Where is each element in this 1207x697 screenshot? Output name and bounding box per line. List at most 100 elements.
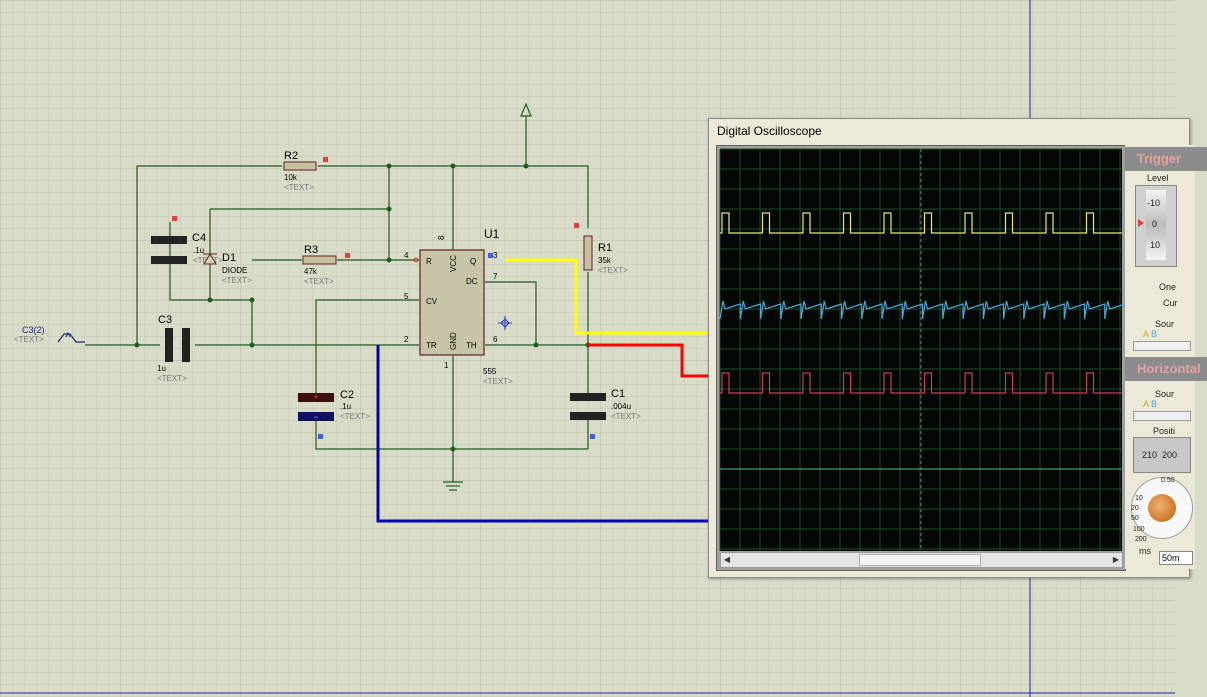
scroll-left-icon[interactable]: ◀ [723,555,731,564]
svg-text:+: + [313,392,318,402]
trigger-header: Trigger [1125,147,1207,171]
oscilloscope-title: Digital Oscilloscope [717,124,822,138]
d1-value: DIODE [222,266,247,275]
pin-6-num: 6 [493,335,498,344]
d1-ref: D1 [222,252,236,264]
level-tick-neg10: -10 [1147,198,1161,208]
pin-vcc-label: VCC [449,255,458,272]
cursors-label[interactable]: Cur [1163,298,1178,308]
c4-ref: C4 [192,232,206,244]
c3-value: 1u [157,364,166,373]
c1-value: .004u [611,402,631,411]
horizontal-header: Horizontal [1125,357,1207,381]
pin-r-label: R [426,257,432,266]
position-knob[interactable]: 210 200 [1133,437,1191,473]
trigger-source-slider[interactable] [1133,341,1191,351]
control-panel: Trigger Level -10 0 10 One Cur Sour A B … [1125,145,1207,569]
trigger-source-b[interactable]: B [1151,329,1158,339]
level-knob[interactable]: -10 0 10 [1135,185,1177,267]
r3-text: <TEXT> [304,277,334,286]
generator-c3-2[interactable]: C3(2) <TEXT> [14,325,85,344]
c4-value: .1u [193,246,204,255]
oscilloscope-screen-frame: ◀ ▶ [716,145,1126,571]
u1-ref: U1 [484,227,500,241]
horizontal-scrollbar[interactable]: ◀ ▶ [720,552,1123,568]
c1-text: <TEXT> [611,412,641,421]
ic-555-u1[interactable]: U1 555 <TEXT> R VCC Q DC CV TR GND TH 4 … [404,227,513,386]
trigger-source-a[interactable]: A [1143,329,1150,339]
dial-tick-100: 100 [1133,526,1145,533]
pin-1-num: 1 [444,361,449,370]
capacitor-c1[interactable]: C1 .004u <TEXT> [570,388,641,439]
pin-cv-label: CV [426,297,438,306]
oscilloscope-window[interactable]: Digital Oscilloscope ◀ ▶ Trigger Level -… [708,118,1207,578]
capacitor-c2[interactable]: + − C2 .1u <TEXT> [298,389,370,439]
resistor-r2[interactable]: R2 10k <TEXT> [283,150,328,192]
power-terminal-icon[interactable] [520,102,532,117]
blue-probe-wire[interactable] [376,345,710,523]
generator-label: C3(2) [22,325,45,335]
r1-ref: R1 [598,242,612,254]
timebase-readout: 50m [1159,551,1193,565]
scroll-thumb[interactable] [859,554,981,566]
r3-ref: R3 [304,244,318,256]
pin-gnd-label: GND [449,332,458,350]
dial-tick-50: 50 [1131,515,1139,522]
resistor-r3[interactable]: R3 47k <TEXT> [302,244,350,286]
dial-tick-20: 20 [1131,505,1139,512]
dial-tick-10: 10 [1135,495,1143,502]
horizontal-source-slider[interactable] [1133,411,1191,421]
r1-text: <TEXT> [598,266,628,275]
c2-ref: C2 [340,389,354,401]
pin-th-label: TH [466,341,477,350]
r3-value: 47k [304,267,318,276]
pin-7-num: 7 [493,272,498,281]
trace-channel-c [720,372,1122,394]
horizontal-source-b[interactable]: B [1151,399,1158,409]
dial-tick-200: 200 [1135,536,1147,543]
horizontal-source-a[interactable]: A [1143,399,1150,409]
pin-dc-label: DC [466,277,478,286]
dial-tick-050: 0.50 [1161,477,1175,484]
u1-value: 555 [483,367,497,376]
yellow-probe-wire[interactable] [505,258,710,335]
diode-d1[interactable]: D1 DIODE <TEXT> [203,252,252,285]
pin-tr-label: TR [426,341,437,350]
trace-channel-b [719,300,1126,320]
one-shot-label[interactable]: One [1159,282,1177,292]
c2-value: .1u [340,402,351,411]
c2-text: <TEXT> [340,412,370,421]
r2-ref: R2 [284,150,298,162]
pin-q-label: Q [470,257,476,266]
pin-8-num: 8 [437,235,446,240]
pin-4-num: 4 [404,251,409,260]
capacitor-c3[interactable]: C3 1u <TEXT> [157,314,190,383]
r2-text: <TEXT> [284,183,314,192]
level-tick-10: 10 [1150,240,1161,250]
timebase-dial[interactable] [1131,477,1193,539]
red-probe-wire[interactable] [588,343,710,378]
u1-text: <TEXT> [483,377,513,386]
timebase-knob-icon[interactable] [1148,494,1176,522]
resistor-r1[interactable]: R1 35k <TEXT> [574,223,628,275]
scroll-right-icon[interactable]: ▶ [1112,555,1120,564]
level-marker-icon [1138,219,1144,227]
pin-5-num: 5 [404,292,409,301]
crosshair-icon [498,316,512,330]
generator-text: <TEXT> [14,335,44,344]
c1-ref: C1 [611,388,625,400]
position-label: Positi [1153,426,1176,436]
oscilloscope-display [719,148,1126,551]
r1-value: 35k [598,256,612,265]
c3-ref: C3 [158,314,172,326]
pin-3-num: 3 [493,251,498,260]
position-value-right: 200 [1162,450,1178,460]
d1-text: <TEXT> [222,276,252,285]
pin-2-num: 2 [404,335,409,344]
horizontal-source-label: Sour [1155,389,1175,399]
level-tick-0: 0 [1152,219,1158,229]
ground-icon[interactable] [443,481,463,491]
level-label: Level [1147,173,1169,183]
trace-channel-a [720,212,1122,234]
dial-unit: ms [1139,546,1151,556]
